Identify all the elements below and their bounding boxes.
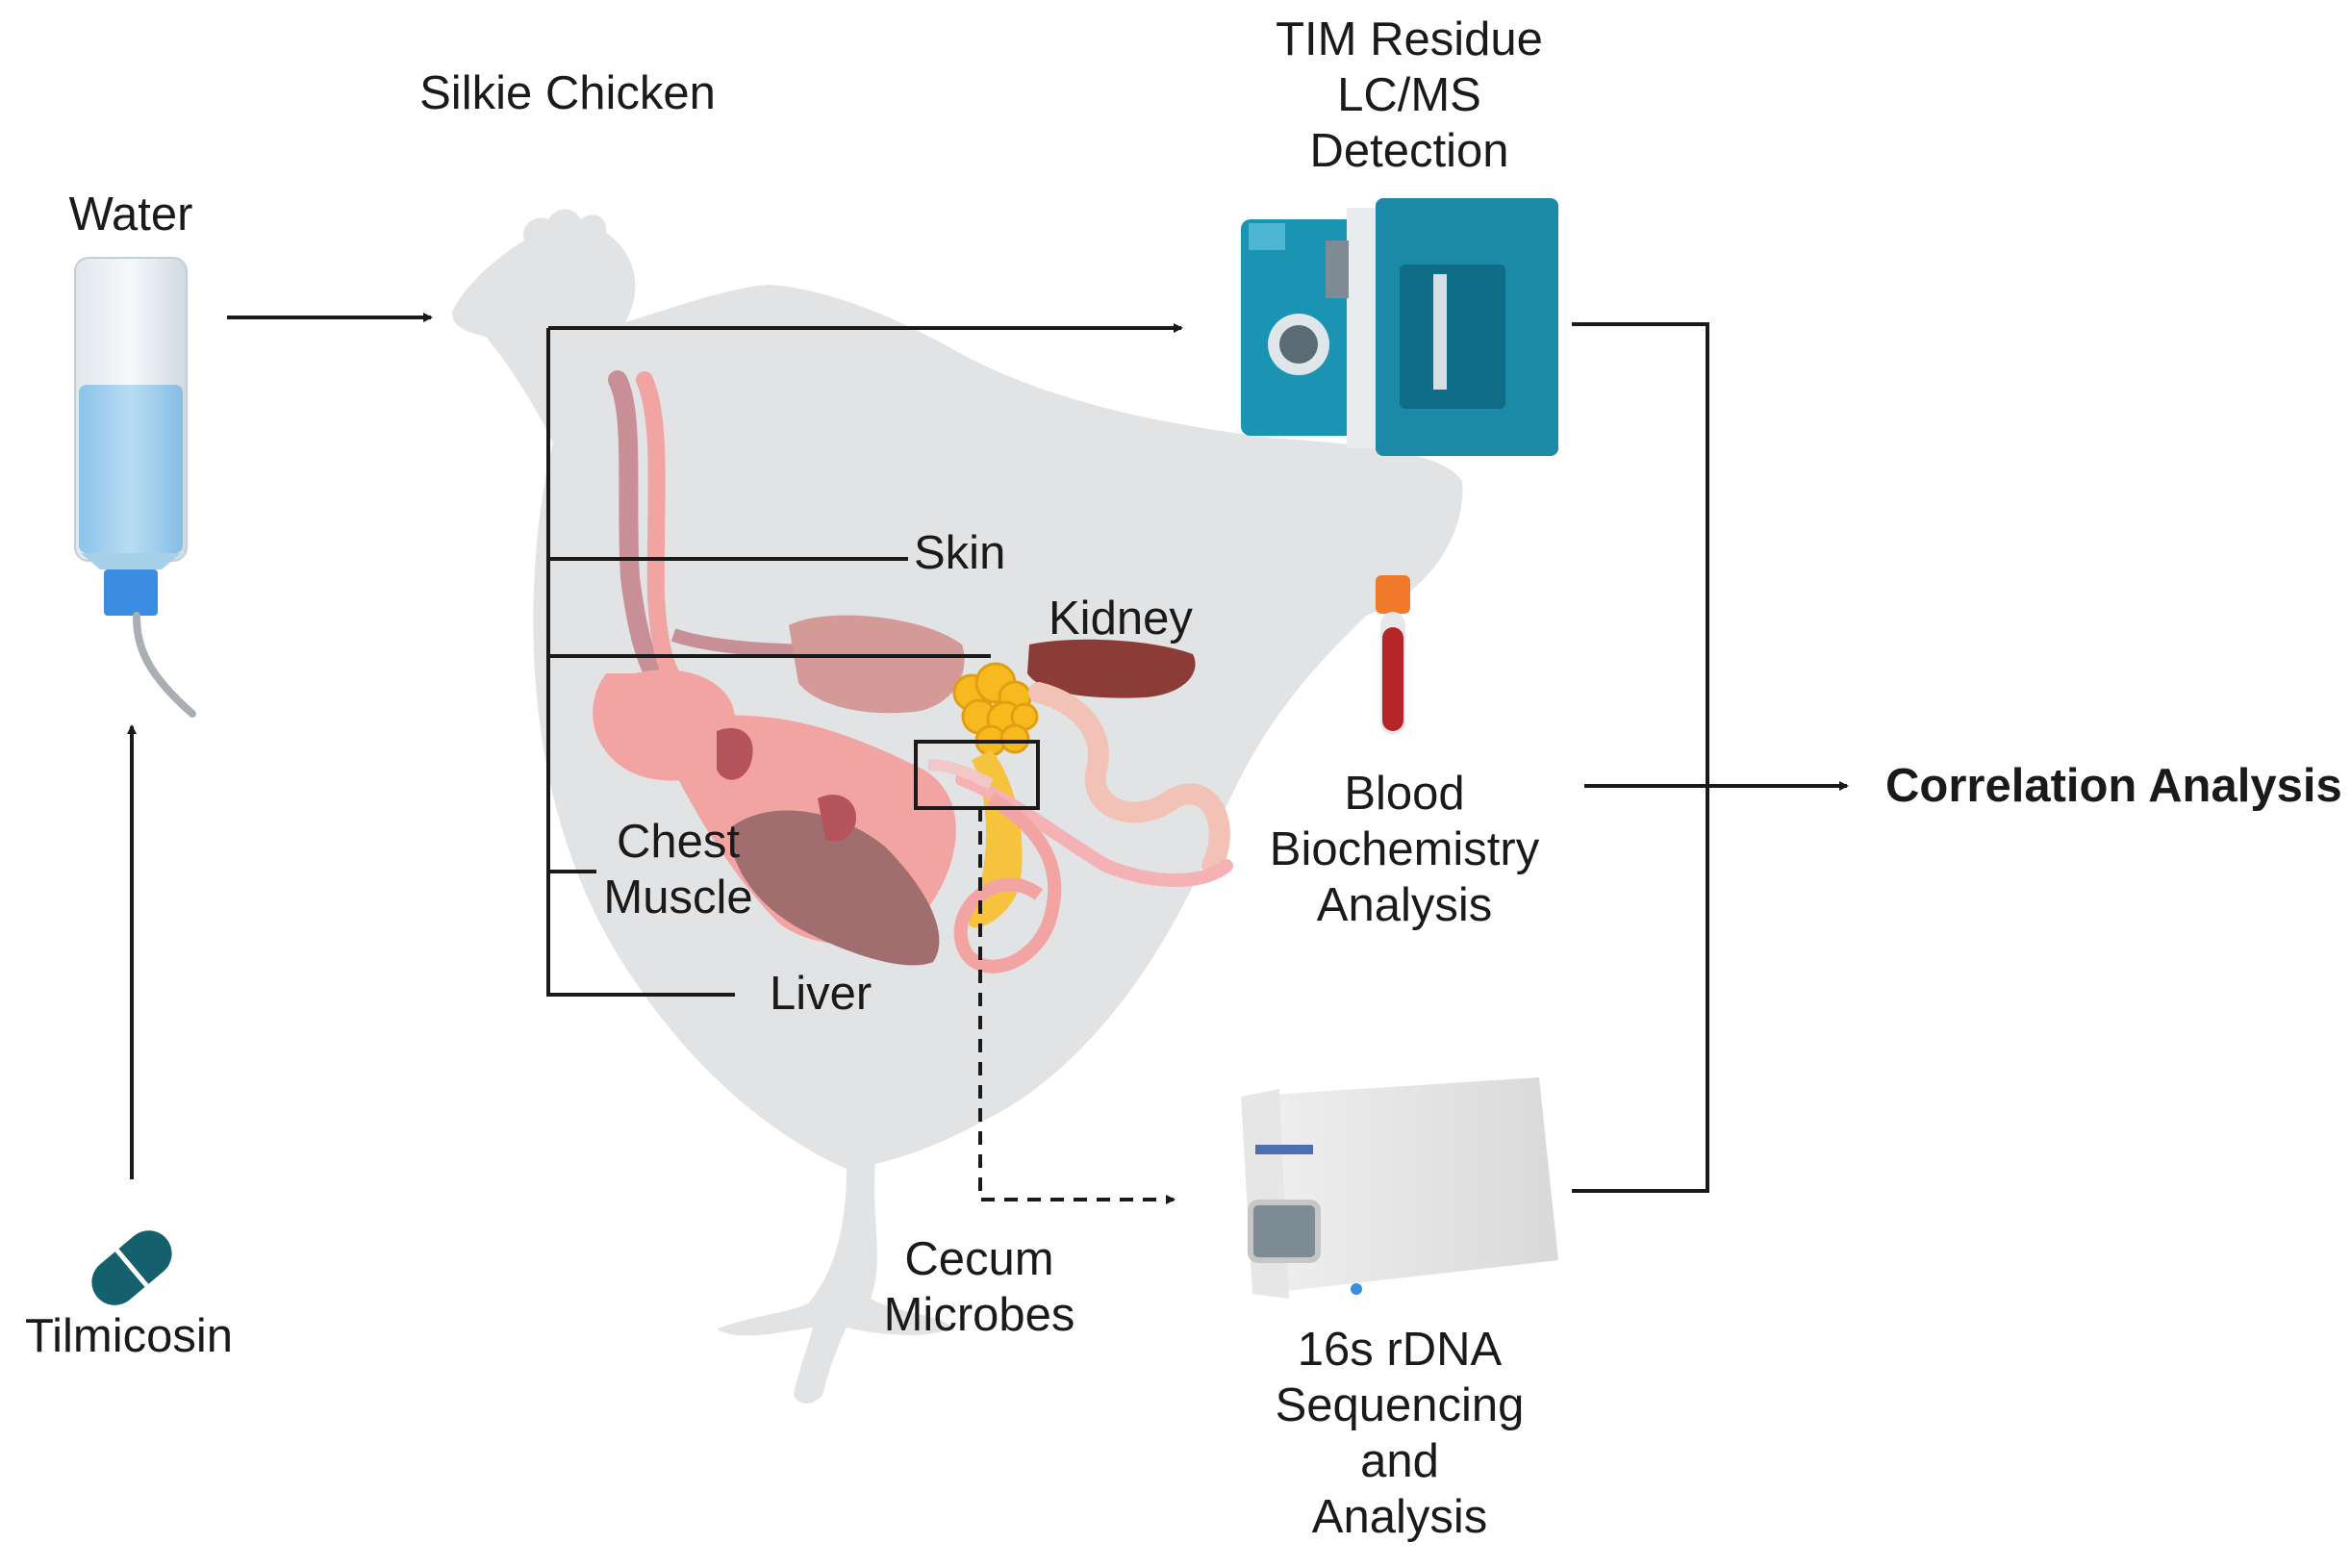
tim-residue-label: TIM Residue LC/MS Detection (1231, 12, 1587, 179)
sequencer-icon (1241, 1077, 1558, 1299)
chest-line-2: Muscle (603, 872, 753, 923)
chest-line-1: Chest (616, 816, 740, 868)
seq-line-3: and (1360, 1435, 1439, 1487)
chest-muscle-label: Chest Muscle (587, 814, 770, 925)
digestive-organs-icon (593, 370, 1233, 974)
blood-line-2: Biochemistry (1269, 823, 1540, 875)
kidney-label: Kidney (1049, 593, 1193, 645)
water-label: Water (68, 189, 193, 240)
blood-tube-icon (1376, 575, 1410, 735)
blood-line-3: Analysis (1316, 879, 1493, 931)
lcms-to-merge-line (1572, 322, 1709, 1193)
blood-biochemistry-label: Blood Biochemistry Analysis (1241, 766, 1568, 933)
silkie-chicken-label: Silkie Chicken (419, 67, 716, 119)
cecum-microbes-label: Cecum Microbes (856, 1231, 1102, 1343)
cecum-line-1: Cecum (904, 1233, 1054, 1285)
cecum-dashed-arrow (978, 808, 1176, 1204)
skin-label: Skin (914, 527, 1006, 579)
pill-capsule-icon (91, 1230, 172, 1305)
tim-line-1: TIM Residue (1276, 13, 1543, 65)
tilmicosin-label: Tilmicosin (25, 1310, 233, 1362)
cecum-line-2: Microbes (883, 1289, 1075, 1341)
cecum-highlight-box (914, 740, 1040, 810)
water-bottle-icon (74, 257, 196, 718)
correlation-analysis-label: Correlation Analysis (1885, 760, 2342, 812)
liver-label: Liver (770, 968, 872, 1020)
connector-lines (127, 313, 1849, 1204)
tim-line-2: LC/MS (1337, 69, 1481, 121)
sequencing-label: 16s rDNA Sequencing and Analysis (1241, 1322, 1558, 1545)
seq-line-2: Sequencing (1275, 1379, 1525, 1431)
tim-line-3: Detection (1309, 125, 1509, 177)
lc-ms-instrument-icon (1241, 198, 1558, 456)
seq-line-4: Analysis (1311, 1491, 1488, 1543)
seq-line-1: 16s rDNA (1297, 1324, 1503, 1376)
blood-line-1: Blood (1344, 768, 1465, 820)
